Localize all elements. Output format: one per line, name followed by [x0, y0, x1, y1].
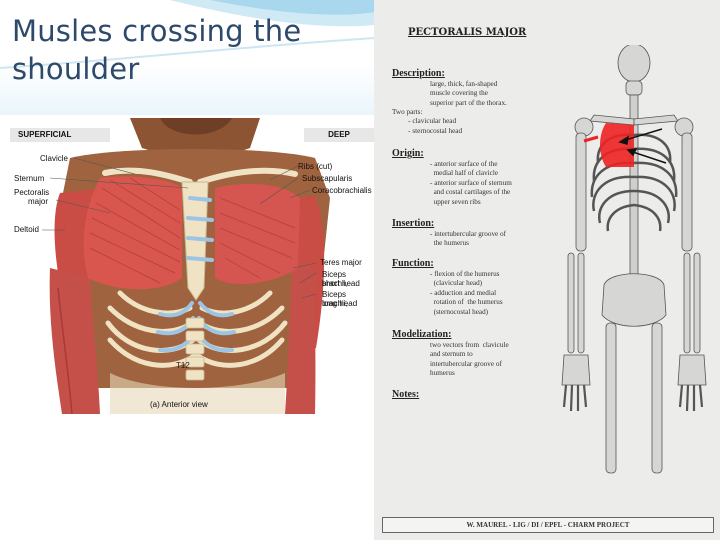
sheet-footer: W. MAUREL - LIG / DI / EPFL - CHARM PROJ… — [382, 517, 714, 533]
insertion-title: Insertion: — [392, 218, 435, 229]
label-deltoid: Deltoid — [14, 225, 39, 234]
slide-title: Musles crossing the shoulder — [12, 14, 302, 86]
label-ribs: Ribs (cut) — [298, 162, 333, 171]
figure-caption: (a) Anterior view — [150, 400, 208, 409]
torso-illustration — [42, 118, 330, 414]
description-title: Description: — [392, 68, 445, 79]
label-clavicle: Clavicle — [40, 154, 69, 163]
anatomy-figure: SUPERFICIAL DEEP Clavicle Sternum Pector… — [10, 118, 374, 414]
label-teres-major: Teres major — [320, 258, 362, 267]
function-title: Function: — [392, 258, 434, 269]
notes-title: Notes: — [392, 389, 420, 400]
slide-header: Musles crossing the shoulder — [0, 0, 375, 115]
label-subscapularis: Subscapularis — [302, 174, 353, 183]
origin-body: - anterior surface of the medial half of… — [430, 160, 512, 206]
deep-label: DEEP — [304, 128, 374, 142]
origin-title: Origin: — [392, 148, 424, 159]
modelization-title: Modelization: — [392, 329, 452, 340]
insertion-body: - intertubercular groove of the humerus — [430, 230, 507, 248]
label-biceps-short-1: Biceps brachii, — [322, 270, 348, 288]
sheet-heading: PECTORALIS MAJOR — [408, 27, 527, 38]
muscle-info-sheet: PECTORALIS MAJOR Description: large, thi… — [374, 0, 720, 540]
label-major: major — [28, 197, 49, 206]
two-parts-text: Two parts: - clavicular head - sternocos… — [392, 108, 463, 135]
label-biceps-long-1: Biceps brachii, — [322, 290, 348, 308]
skeleton-illustration — [561, 45, 707, 474]
function-body: - flexion of the humerus (clavicular hea… — [430, 270, 503, 316]
label-biceps-long-2: long head — [322, 299, 358, 308]
modelization-body: two vectors from clavicule and sternum t… — [430, 341, 509, 378]
superficial-label: SUPERFICIAL — [10, 128, 110, 142]
description-body: large, thick, fan-shaped muscle covering… — [430, 80, 507, 107]
label-sternum: Sternum — [14, 174, 45, 183]
label-pectoralis: Pectoralis — [14, 188, 50, 197]
label-biceps-short-2: short head — [322, 279, 360, 288]
label-t12: T12 — [176, 361, 190, 370]
label-coracobrachialis: Coracobrachialis — [312, 186, 372, 195]
header-swoosh-decoration — [0, 0, 375, 69]
